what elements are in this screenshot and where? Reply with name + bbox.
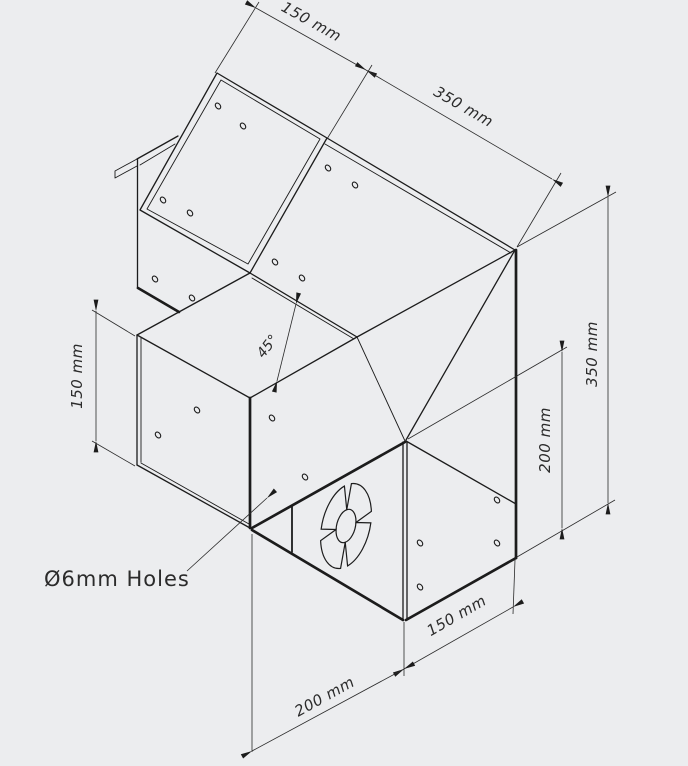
- fan-face: [250, 440, 408, 622]
- flange-plate: [139, 72, 328, 274]
- duct-mouth: [114, 135, 179, 289]
- dimension-label: 200 mm: [536, 407, 554, 473]
- side-panel: [404, 248, 518, 622]
- dimension-base-width: 200 mm: [240, 534, 416, 759]
- holes-callout-label: Ø6mm Holes: [44, 567, 190, 591]
- dimension-label: 200 mm: [292, 673, 358, 721]
- dimension-duct-length: 350 mm: [354, 62, 564, 248]
- dimension-label: 150 mm: [278, 0, 344, 45]
- dimension-label: 150 mm: [68, 343, 86, 409]
- dimension-bend-angle: 45°: [254, 292, 302, 393]
- bolt-holes: [151, 102, 501, 591]
- dimension-inlet-height: 150 mm: [68, 299, 136, 467]
- dimension-base-depth: 150 mm: [392, 559, 525, 677]
- dimension-overall-height: 350 mm: [516, 185, 617, 558]
- dimension-label: 350 mm: [583, 321, 601, 387]
- holes-callout: Ø6mm Holes: [44, 488, 278, 591]
- dimension-label: 45°: [254, 332, 282, 361]
- dimension-label: 350 mm: [431, 82, 497, 130]
- junction-box: [136, 286, 406, 530]
- dimension-outlet-side-height: 200 mm: [407, 340, 568, 540]
- dimension-label: 150 mm: [424, 591, 490, 639]
- fan-vent-icon: [303, 465, 388, 587]
